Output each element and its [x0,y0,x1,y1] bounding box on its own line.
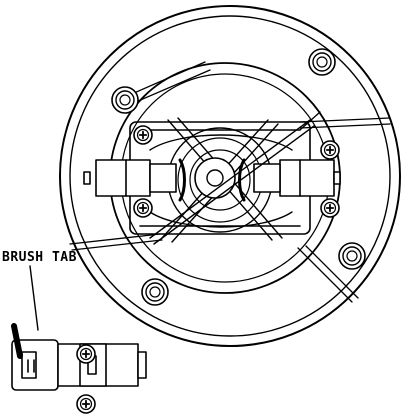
standoff-bottom-right [338,242,366,270]
outer-housing [59,5,401,347]
left-brush-housing [83,158,186,202]
phillips-screw-icon [133,125,153,145]
standoff-bottom-left [141,278,169,306]
right-brush-housing [238,158,341,202]
brush-detail-inset [11,323,147,391]
phillips-screw-icon [76,394,96,414]
phillips-screw-icon [320,140,340,160]
brush-tab-label: BRUSH TAB [2,250,77,265]
phillips-screw-icon [76,344,96,364]
standoff-top-left [111,86,139,114]
center-shaft [194,157,236,199]
callout-leader [29,265,39,331]
phillips-screw-icon [320,198,340,218]
phillips-screw-icon [133,198,153,218]
cross-rod [149,119,315,245]
standoff-top-right [308,48,336,76]
